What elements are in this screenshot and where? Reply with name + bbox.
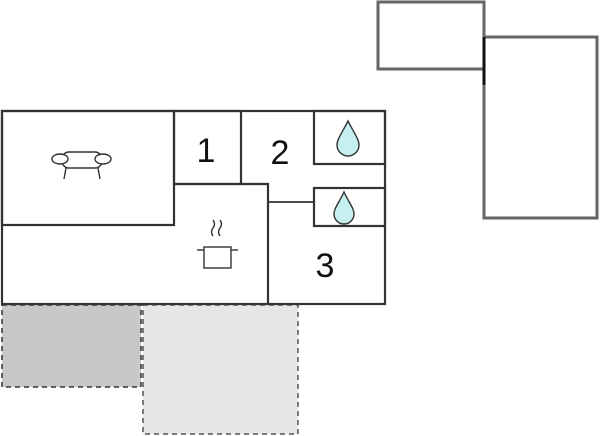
terrace-dark — [1, 304, 142, 388]
water-drop-icon — [333, 190, 355, 225]
sofa-icon — [51, 151, 112, 180]
cooking-pot-icon — [197, 219, 238, 269]
water-drop-icon — [336, 119, 360, 157]
outbuilding — [376, 0, 599, 220]
bathroom-1 — [312, 109, 387, 166]
room-1-label: 1 — [197, 132, 216, 170]
bathroom-2 — [312, 186, 387, 228]
kitchen-wall — [174, 182, 270, 304]
main-house — [0, 109, 387, 306]
room-2-label: 2 — [271, 134, 290, 172]
outbuilding-large — [482, 35, 599, 220]
room-3-label: 3 — [316, 247, 335, 285]
terrace-light — [142, 304, 299, 435]
outbuilding-small — [376, 0, 486, 71]
